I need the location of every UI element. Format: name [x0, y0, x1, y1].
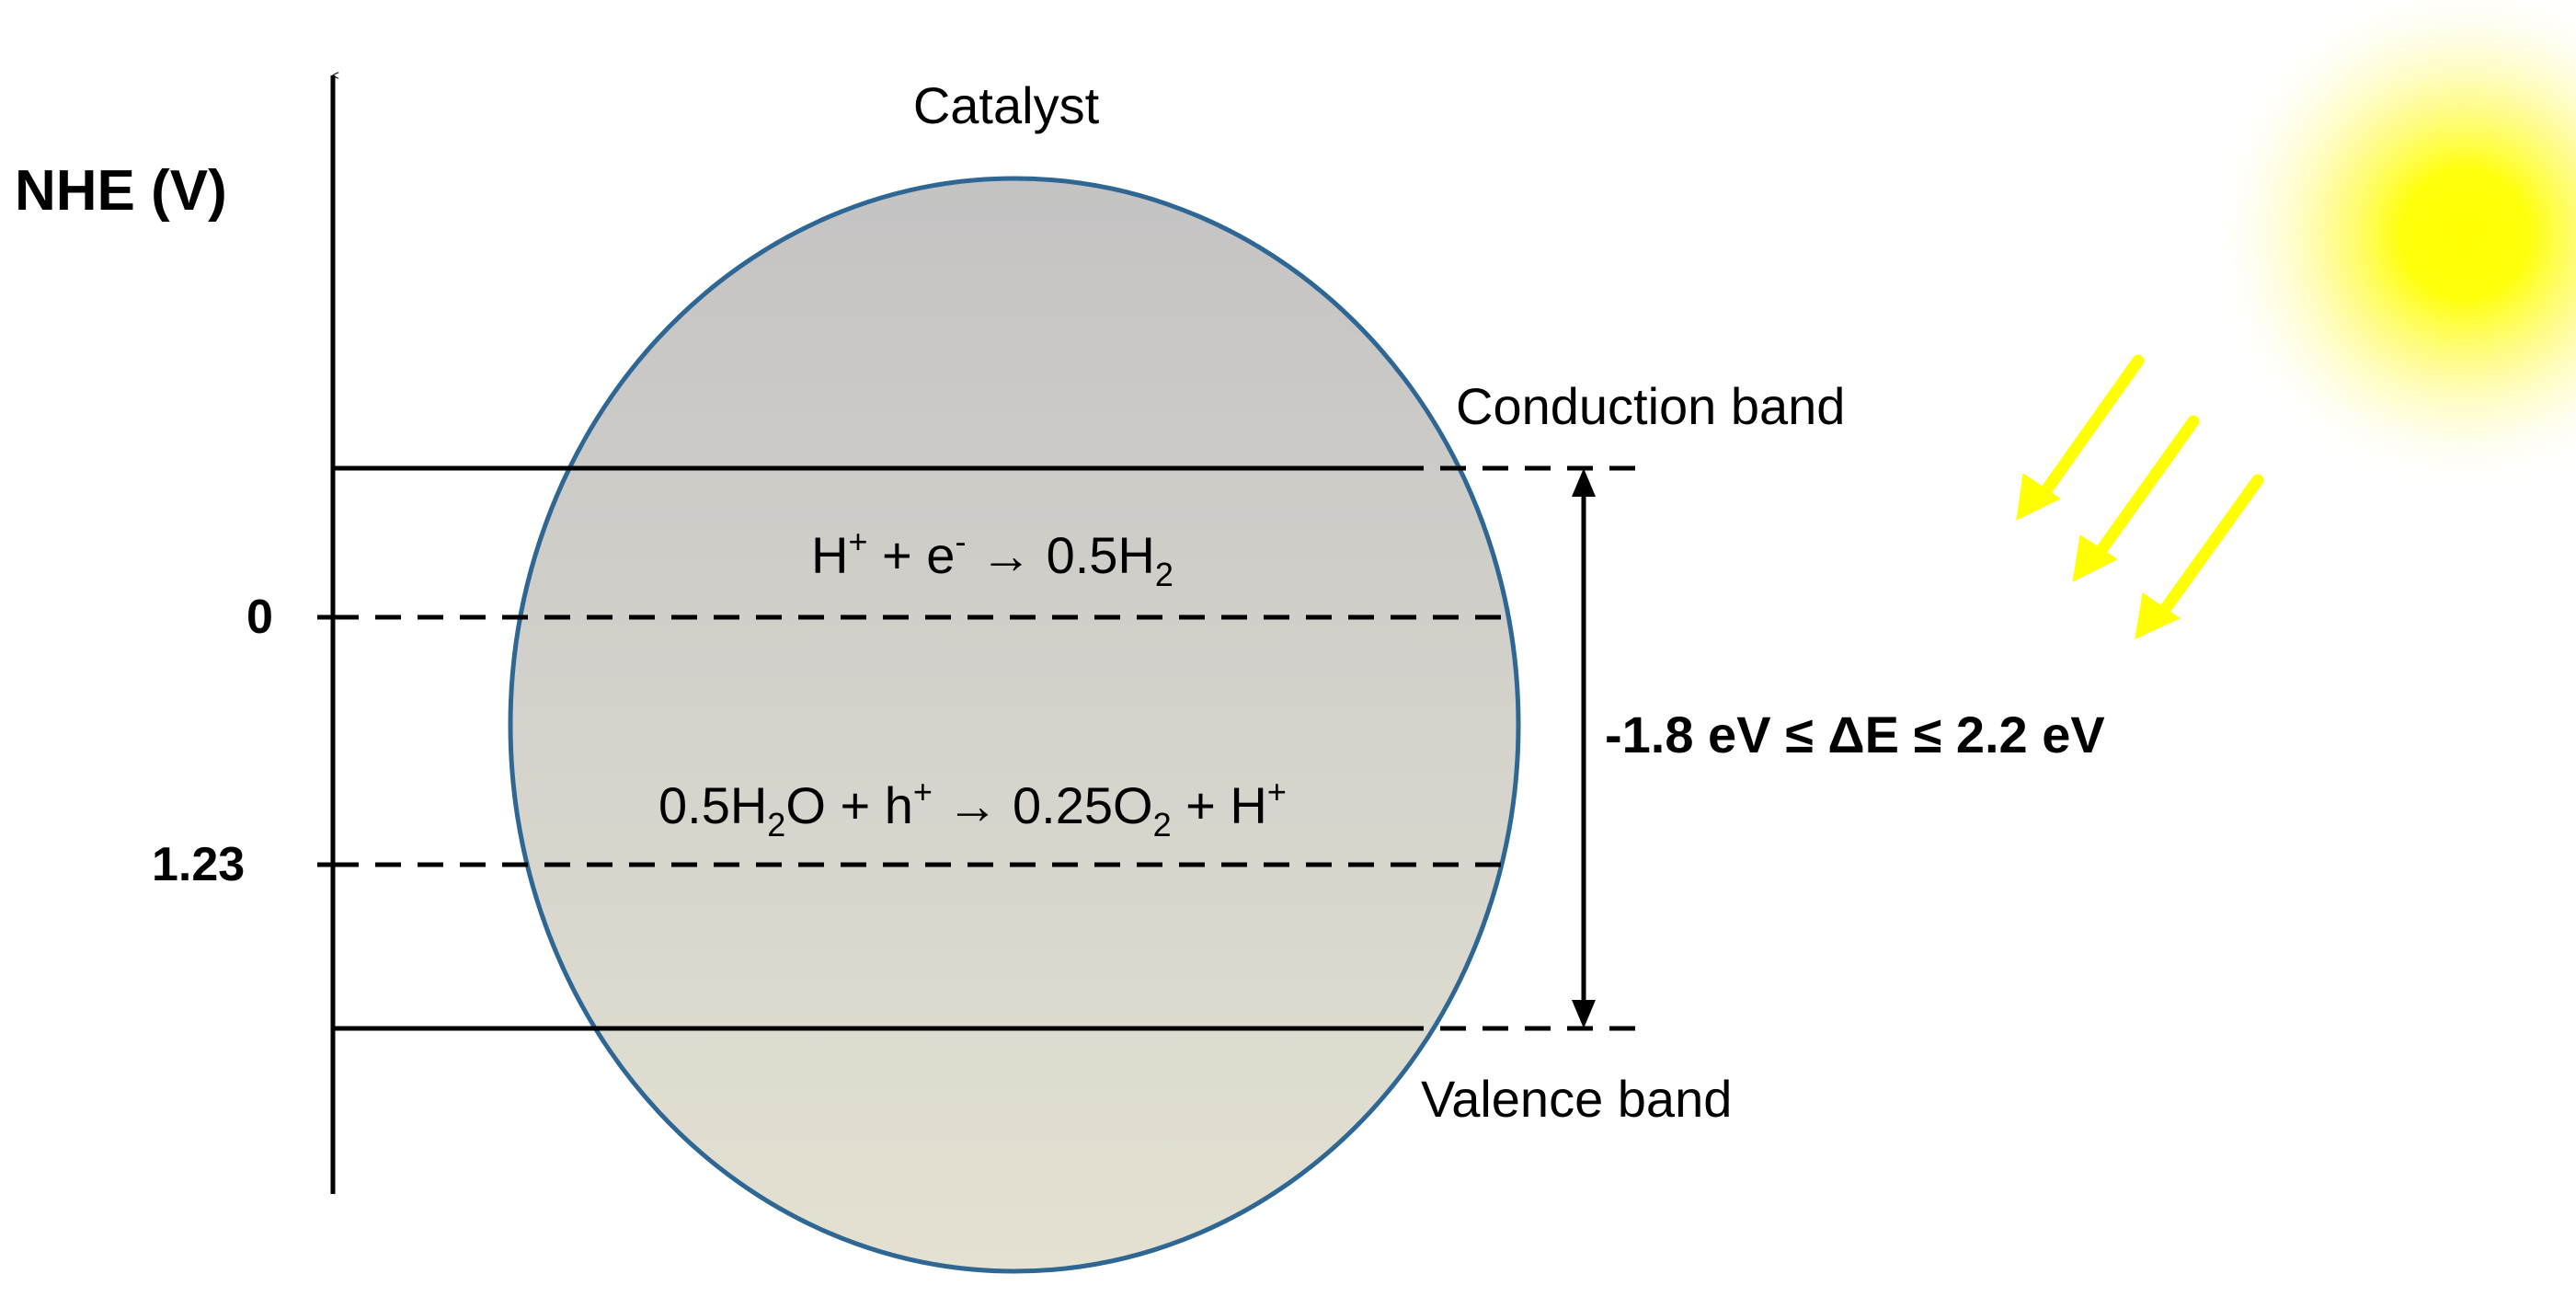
- sunlight-rays-icon: [2016, 354, 2264, 639]
- water-oxidation-reaction: 0.5H2O + h+ → 0.25O2 + H+: [658, 773, 1287, 844]
- valence-band-label: Valence band: [1421, 1070, 1732, 1128]
- axis-tick-label-1-23: 1.23: [152, 838, 245, 891]
- catalyst-particle: [508, 176, 1521, 1274]
- axis-label: NHE (V): [15, 159, 227, 223]
- hydrogen-reduction-reaction: H+ + e- → 0.5H2: [811, 522, 1174, 593]
- catalyst-label: Catalyst: [913, 76, 1100, 134]
- band-gap-label: -1.8 eV ≤ ΔE ≤ 2.2 eV: [1605, 706, 2105, 763]
- axis-tick-label-0: 0: [246, 591, 273, 644]
- sun-ray-3: [2135, 474, 2264, 639]
- sun-ray-2: [2072, 415, 2200, 582]
- conduction-band-label: Conduction band: [1456, 377, 1845, 435]
- sun-icon: [2207, 0, 2576, 492]
- band-gap-arrow: [1572, 468, 1596, 1028]
- sun-ray-1: [2016, 354, 2145, 521]
